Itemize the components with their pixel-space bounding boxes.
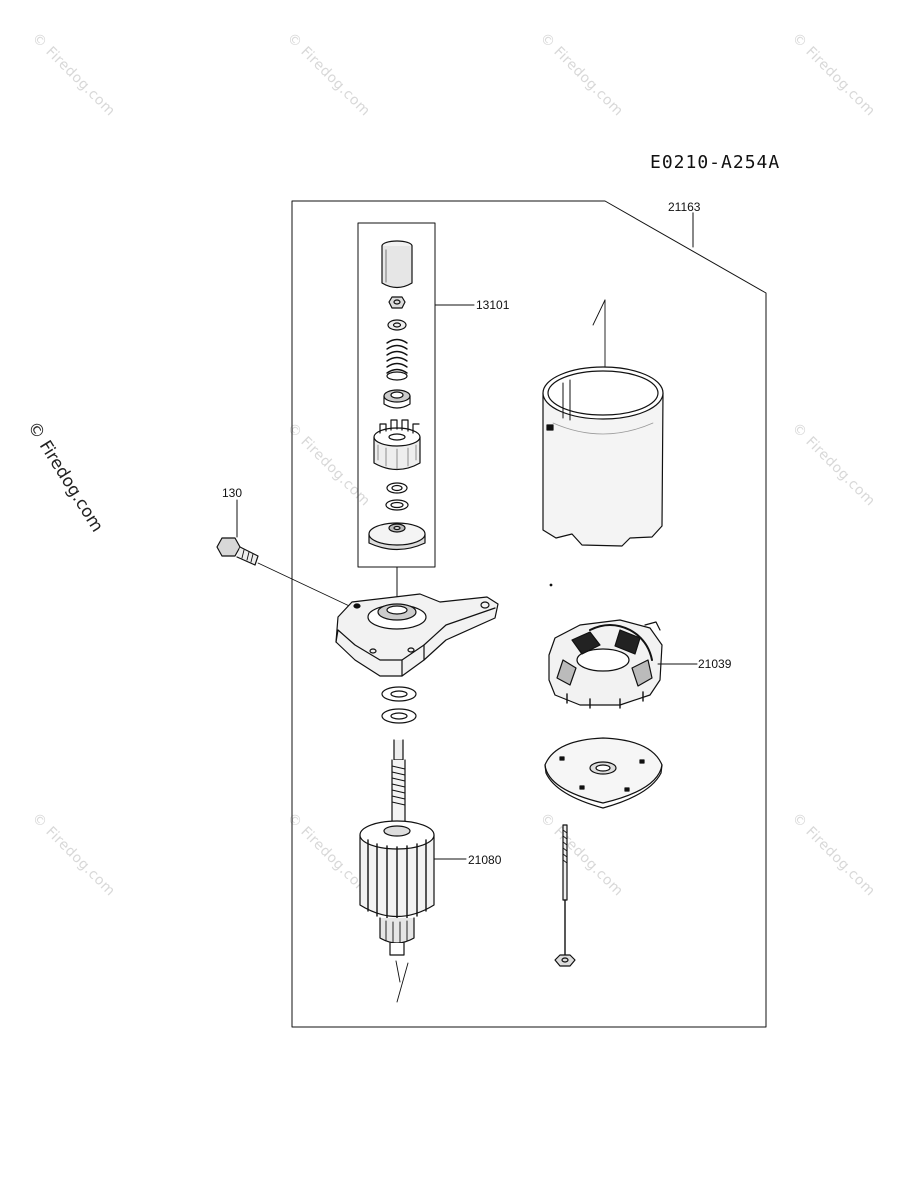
- washer: [387, 319, 407, 331]
- stop-collar: [383, 389, 411, 409]
- through-bolt: [554, 824, 576, 967]
- label-armature[interactable]: 21080: [468, 853, 502, 867]
- retaining-ring: [385, 499, 409, 511]
- nut: [388, 296, 406, 309]
- spring: [386, 338, 408, 381]
- drive-end-bracket: [335, 593, 499, 677]
- thrust-washer: [386, 482, 408, 494]
- label-bolt[interactable]: 130: [222, 486, 243, 500]
- center-axis-lines: [395, 299, 606, 1003]
- label-assembly[interactable]: 21163: [668, 200, 701, 214]
- assembly-outline: [291, 200, 767, 1028]
- brush-holder: [548, 583, 698, 709]
- diagram-code: E0210-A254A: [650, 152, 781, 173]
- armature: [359, 739, 467, 956]
- end-cover-plate: [544, 737, 663, 809]
- yoke-housing: [542, 366, 664, 547]
- pinion-gear: [373, 419, 421, 471]
- clutch-plate: [368, 522, 426, 551]
- label-brush-holder[interactable]: 21039: [698, 657, 732, 671]
- shim-washer: [381, 708, 417, 724]
- label-drive-kit[interactable]: 13101: [476, 298, 510, 312]
- drive-kit-box: [357, 222, 475, 599]
- shim-washer: [381, 686, 417, 702]
- pinion-cap: [381, 240, 413, 289]
- bolt: [216, 499, 361, 612]
